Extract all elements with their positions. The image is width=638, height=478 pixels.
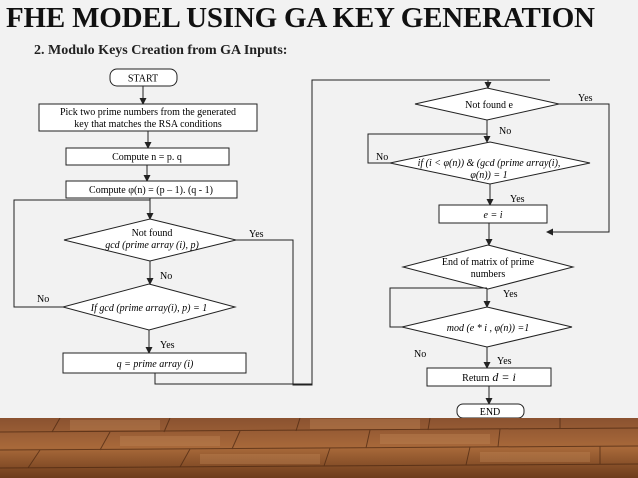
- no-top-label: No: [499, 126, 511, 137]
- not-found-e-label: Not found e: [465, 100, 513, 111]
- end-label: END: [480, 407, 501, 418]
- no-left-label: No: [376, 152, 388, 163]
- pick-primes-line2: key that matches the RSA conditions: [74, 119, 222, 130]
- connector-no-loop-right: [367, 133, 487, 164]
- flowchart: START Pick two prime numbers from the ge…: [13, 68, 610, 419]
- return-variable: d = i: [492, 370, 515, 384]
- compute-n-label: Compute n = p. q: [112, 152, 182, 163]
- yes-matrix-label: Yes: [503, 289, 518, 300]
- q-assign-label: q = prime array (i): [117, 359, 194, 370]
- connector-no-mod: [389, 287, 487, 328]
- yes-bottom-label: Yes: [160, 340, 175, 351]
- no-left-label: No: [37, 294, 49, 305]
- end-matrix-decision: [401, 244, 575, 290]
- yes-top-label: Yes: [578, 93, 593, 104]
- no-label: No: [160, 271, 172, 282]
- pick-primes-line1: Pick two prime numbers from the generate…: [60, 107, 236, 118]
- connector-no-loop: [13, 199, 150, 308]
- if-phi-line2: φ(n)) = 1: [470, 170, 507, 181]
- end-matrix-line1: End of matrix of prime: [442, 257, 535, 268]
- if-gcd-label: If gcd (prime array(i), p) = 1: [90, 303, 207, 314]
- e-assign-box: [438, 204, 548, 224]
- if-phi-line1: if (i < φ(n)) & (gcd (prime array(i),: [418, 158, 561, 169]
- connector-yes-right: [546, 103, 610, 236]
- end-matrix-line2: numbers: [471, 269, 506, 280]
- connector-yes-to-right: [236, 79, 325, 386]
- slide-subtitle: 2. Modulo Keys Creation from GA Inputs:: [34, 43, 288, 58]
- return-prefix: Return: [462, 373, 489, 384]
- yes-mod-label: Yes: [497, 356, 512, 367]
- compute-phi-label: Compute φ(n) = (p – 1). (q - 1): [89, 185, 213, 196]
- not-found-gcd-line1: Not found: [132, 228, 173, 239]
- no-mod-label: No: [414, 349, 426, 360]
- e-assign-label: e = i: [484, 210, 503, 221]
- start-label: START: [128, 74, 158, 85]
- not-found-gcd-line2: gcd (prime array (i), p): [105, 240, 199, 251]
- compute-phi-box: [65, 180, 238, 199]
- connector-q-to-loop: [154, 373, 293, 385]
- slide-title: FHE MODEL USING GA KEY GENERATION: [6, 2, 595, 34]
- mod-condition-label: mod (e * i , φ(n)) =1: [447, 323, 530, 334]
- wood-floor-background: [0, 418, 638, 478]
- yes-label: Yes: [249, 229, 264, 240]
- pick-primes-box: [38, 103, 258, 132]
- yes-if-label: Yes: [510, 194, 525, 205]
